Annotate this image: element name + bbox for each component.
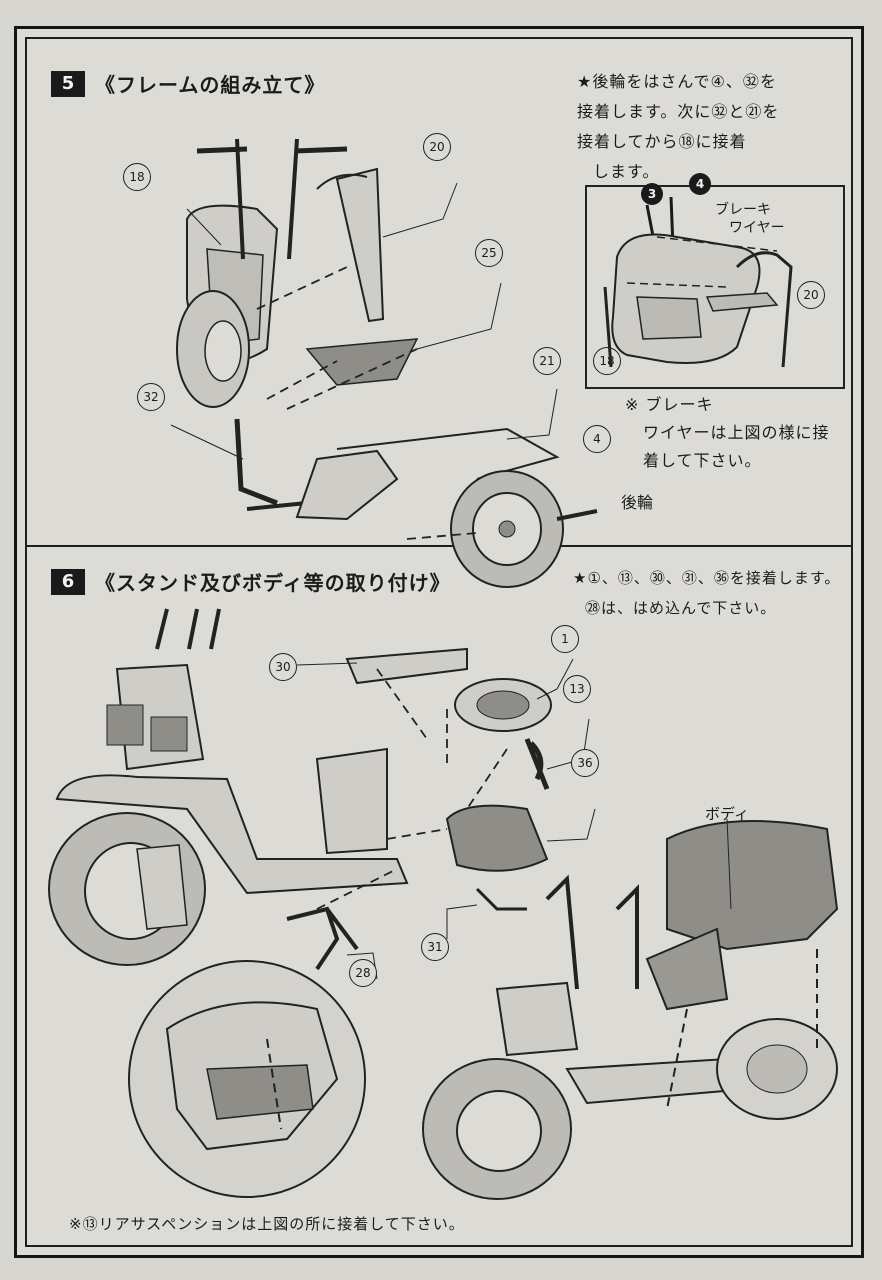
brake-wire-detail: 3 4 ブレーキ ワイヤー 20 18 xyxy=(585,173,845,389)
detail-part-20: 20 xyxy=(797,281,825,309)
part-31: 31 xyxy=(421,933,449,961)
brake-wire-note: ※ ブレーキ ワイヤーは上図の様に接 着して下さい。 xyxy=(625,391,845,475)
step5-header: 5 《フレームの組み立て》 xyxy=(51,69,325,98)
part-4: 4 xyxy=(583,425,611,453)
step6-note-line: ★①、⑬、㉚、㉛、㊱を接着します。 xyxy=(573,569,841,587)
step6-number: 6 xyxy=(51,568,85,595)
part-18: 18 xyxy=(123,163,151,191)
brake-note-line: 着して下さい。 xyxy=(643,451,762,470)
footer-note: ※⑬リアサスペンションは上図の所に接着して下さい。 xyxy=(69,1215,465,1233)
callout-3: 3 xyxy=(641,183,663,205)
step6-header: 6 《スタンド及びボディ等の取り付け》 xyxy=(51,567,451,596)
part-20: 20 xyxy=(423,133,451,161)
step5-note: ★後輪をはさんで④、㉜を 接着します。次に㉜と㉑を 接着してから⑱に接着 します… xyxy=(577,67,847,187)
part-36: 36 xyxy=(571,749,599,777)
step5-frame-drawing xyxy=(170,138,598,588)
brake-note-line: ワイヤーは上図の様に接 xyxy=(643,423,830,442)
part-21: 21 xyxy=(533,347,561,375)
step5-note-line: 接着してから⑱に接着 xyxy=(577,132,747,151)
brake-note-line: ※ ブレーキ xyxy=(625,395,714,414)
wire-label: ワイヤー xyxy=(729,220,785,236)
step5-title: 《フレームの組み立て》 xyxy=(95,73,326,97)
step6-title: 《スタンド及びボディ等の取り付け》 xyxy=(95,571,451,595)
brake-label: ブレーキ xyxy=(715,202,771,218)
step6-note: ★①、⑬、㉚、㉛、㊱を接着します。 ㉘は、はめ込んで下さい。 xyxy=(573,563,863,623)
body-label: ボディ xyxy=(705,805,749,823)
step6-assembly-drawing xyxy=(48,608,839,1200)
instruction-sheet: 5 《フレームの組み立て》 ★後輪をはさんで④、㉜を 接着します。次に㉜と㉑を … xyxy=(14,26,864,1258)
step5-note-line: します。 xyxy=(593,162,660,181)
step5-note-line: ★後輪をはさんで④、㉜を xyxy=(577,72,777,91)
callout-4: 4 xyxy=(689,173,711,195)
step6-note-line: ㉘は、はめ込んで下さい。 xyxy=(585,599,777,617)
step5-note-line: 接着します。次に㉜と㉑を xyxy=(577,102,780,121)
sheet-border xyxy=(25,37,853,1247)
rear-wheel-label: 後輪 xyxy=(621,493,654,512)
part-13: 13 xyxy=(563,675,591,703)
part-28: 28 xyxy=(349,959,377,987)
detail-drawing xyxy=(603,196,793,368)
part-32: 32 xyxy=(137,383,165,411)
section-divider xyxy=(25,545,853,547)
part-25: 25 xyxy=(475,239,503,267)
step5-number: 5 xyxy=(51,70,85,97)
part-1: 1 xyxy=(551,625,579,653)
part-30: 30 xyxy=(269,653,297,681)
